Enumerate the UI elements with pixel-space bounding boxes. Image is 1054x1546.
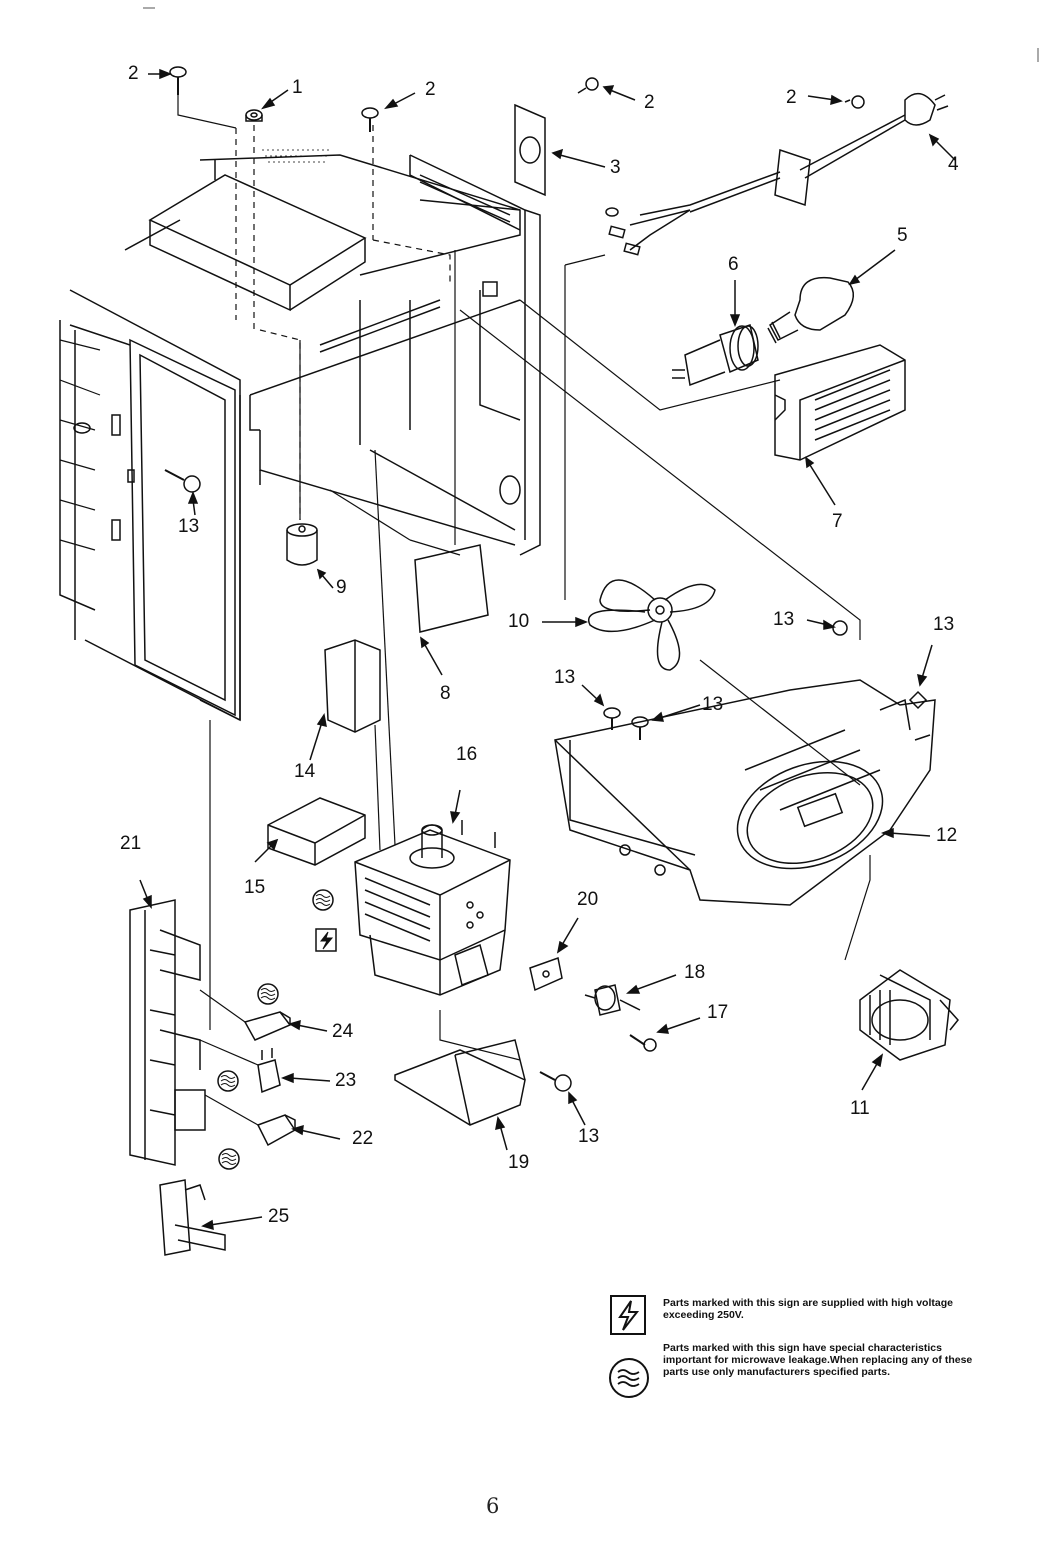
part-5-lamp [768, 278, 853, 343]
callout-8: 8 [440, 683, 451, 704]
part-11-fan-motor [860, 970, 958, 1060]
callout-24: 24 [332, 1021, 354, 1042]
lightning-box-icon [610, 1295, 646, 1335]
part-13-screw [165, 470, 926, 1091]
leader-lines [178, 95, 870, 1060]
part-15-gasket [268, 798, 365, 865]
callout-9: 9 [336, 577, 347, 598]
leakage-marks [218, 890, 333, 1169]
callout-17: 17 [707, 1002, 729, 1023]
page-number: 6 [486, 1494, 500, 1518]
callout-13d: 13 [554, 667, 576, 688]
part-20-spacer [530, 958, 562, 990]
part-18-thermal-cutout [585, 985, 640, 1015]
part-22-switch [258, 1115, 295, 1145]
high-voltage-note: Parts marked with this sign are supplied… [663, 1297, 953, 1321]
callout-6: 6 [728, 254, 739, 275]
callout-10: 10 [508, 611, 530, 632]
callout-19: 19 [508, 1152, 530, 1173]
cabinet-chassis [60, 150, 540, 720]
callout-21: 21 [120, 833, 142, 854]
callout-25: 25 [268, 1206, 290, 1227]
part-12-fan-duct [555, 680, 935, 905]
callout-1: 1 [292, 77, 303, 98]
callout-13a: 13 [178, 516, 200, 537]
callout-13e: 13 [702, 694, 724, 715]
wave-circle-icon [609, 1358, 649, 1398]
callout-2d: 2 [786, 87, 797, 108]
callout-2b: 2 [425, 79, 436, 100]
callout-arrows [140, 70, 955, 1229]
part-6-lamp-socket [672, 325, 758, 385]
part-21-latch-board [130, 900, 205, 1165]
part-8-mica-plate [415, 545, 488, 632]
callout-15: 15 [244, 877, 266, 898]
callout-11: 11 [850, 1098, 870, 1119]
part-23-switch [258, 1048, 280, 1092]
callout-7: 7 [832, 511, 843, 532]
high-voltage-mark [316, 929, 336, 951]
callout-5: 5 [897, 225, 908, 246]
part-9-rubber-foot [287, 524, 317, 565]
callout-3: 3 [610, 157, 621, 178]
part-3-plate [515, 105, 545, 195]
part-10-fan-blade [589, 580, 715, 670]
callout-16: 16 [456, 744, 478, 765]
callout-18: 18 [684, 962, 706, 983]
part-2-screw [170, 67, 864, 132]
part-19-bracket [395, 1040, 525, 1125]
part-25-door-latch [160, 1180, 225, 1255]
callout-2c: 2 [644, 92, 655, 113]
callout-12: 12 [936, 825, 958, 846]
callout-14: 14 [294, 761, 316, 782]
callout-23: 23 [335, 1070, 357, 1091]
callout-22: 22 [352, 1128, 374, 1149]
callout-20: 20 [577, 889, 599, 910]
part-17-screw [630, 1035, 656, 1051]
callout-4: 4 [948, 154, 959, 175]
callout-13c: 13 [933, 614, 955, 635]
part-14-gasket [325, 640, 380, 732]
part-24-switch [245, 1012, 290, 1040]
part-1-nut [246, 110, 262, 121]
callout-13f: 13 [578, 1126, 600, 1147]
leakage-note: Parts marked with this sign have special… [663, 1342, 973, 1378]
callout-2a: 2 [128, 63, 139, 84]
part-7-lamp-cover [775, 345, 905, 460]
callout-13b: 13 [773, 609, 795, 630]
vent-pattern [262, 150, 330, 162]
part-16-magnetron [355, 820, 510, 995]
part-4-power-cord [606, 94, 948, 255]
assembly-guide-lines [236, 125, 450, 520]
